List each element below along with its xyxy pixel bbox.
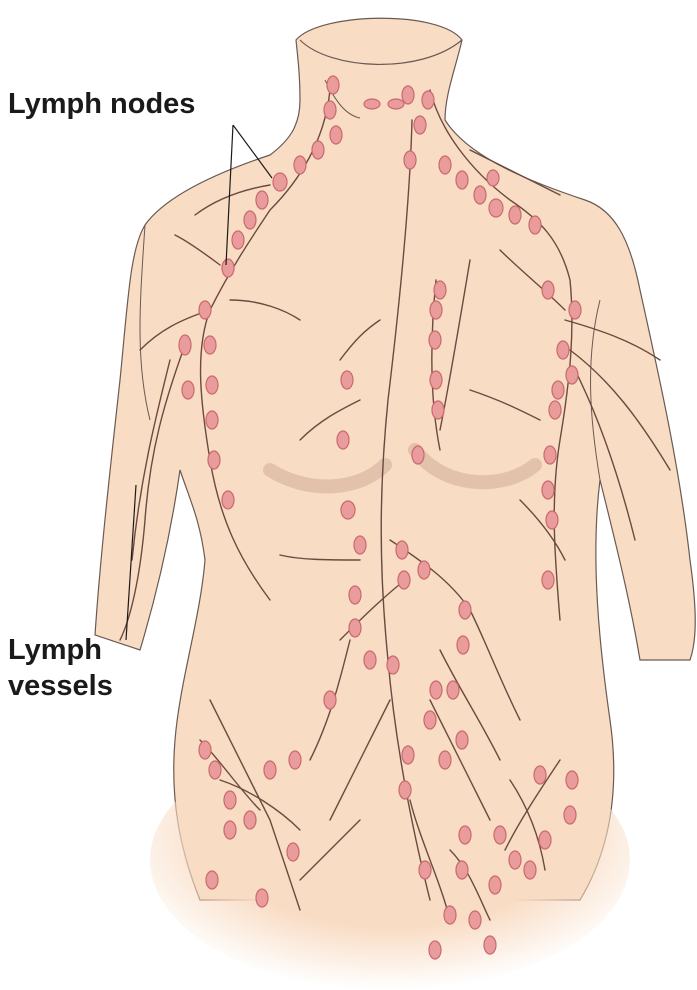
hip-fade bbox=[150, 730, 630, 990]
label-lymph-vessels-line2: vessels bbox=[8, 668, 113, 704]
label-lymph-vessels-line1: Lymph bbox=[8, 632, 113, 668]
label-lymph-nodes: Lymph nodes bbox=[8, 86, 195, 122]
label-lymph-vessels: Lymph vessels bbox=[8, 632, 113, 704]
